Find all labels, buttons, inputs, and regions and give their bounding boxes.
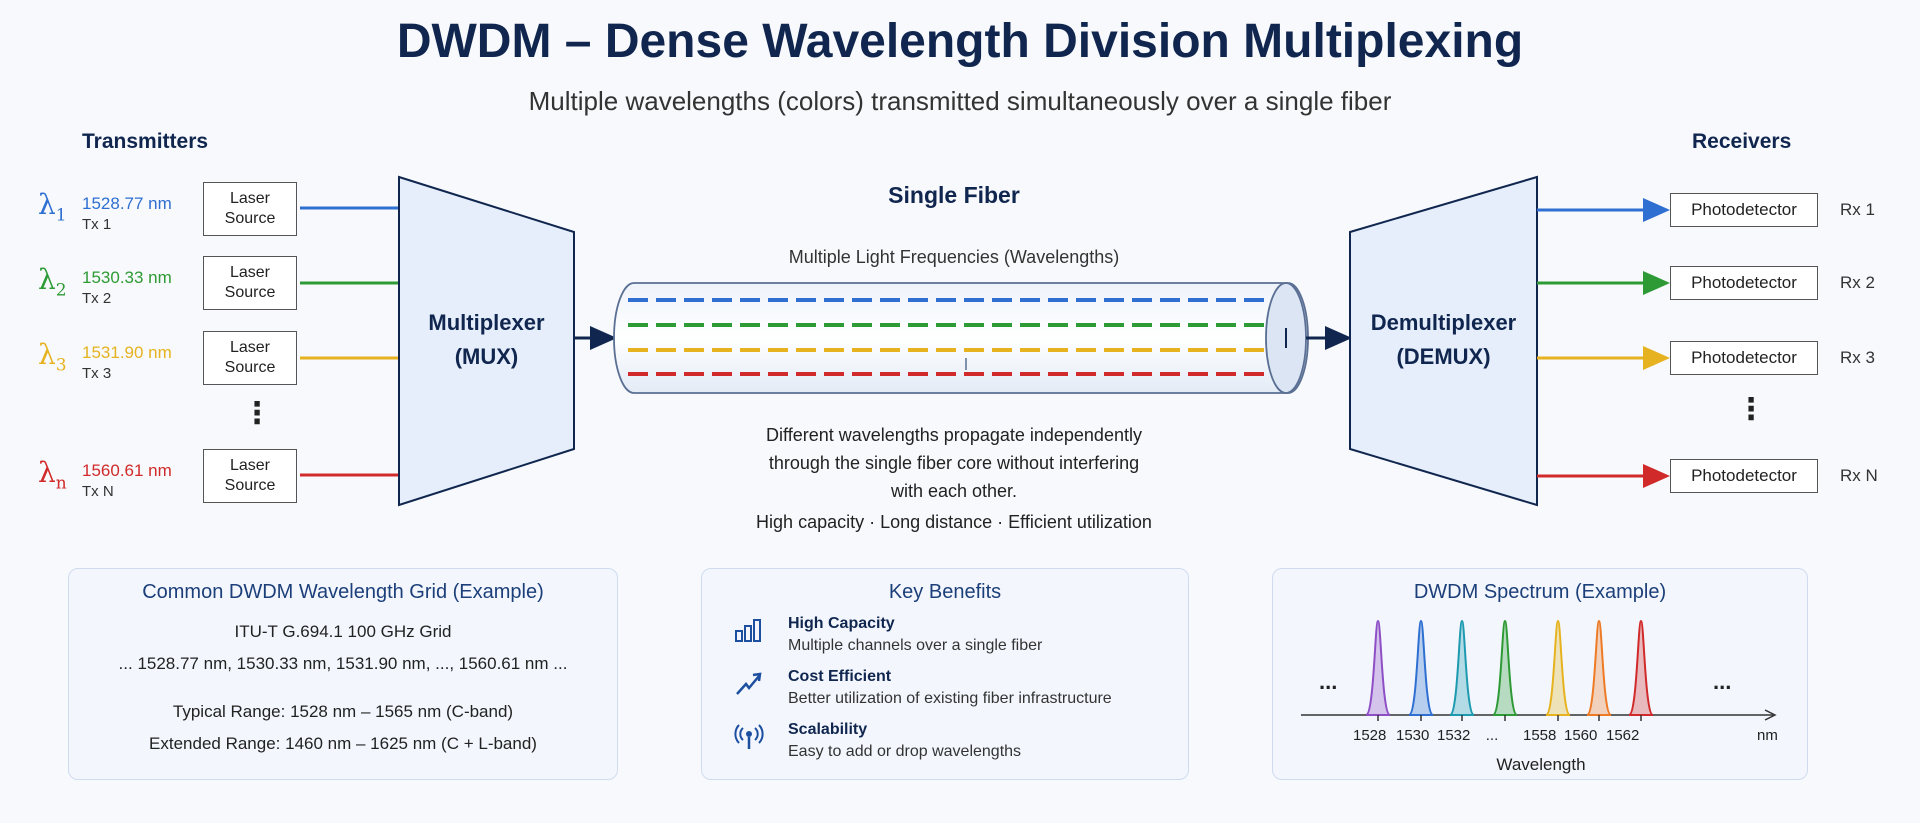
spectrum-right-ellipsis: ... (1713, 669, 1732, 694)
spectrum-tick-1562: 1562 (1606, 727, 1640, 744)
tx2-wavelength: 1530.33 nm (82, 268, 172, 287)
photodetector-2: Photodetector (1670, 266, 1818, 300)
rx2-label: Rx 2 (1840, 273, 1875, 292)
tx1-label: Tx 1 (82, 216, 112, 233)
tx2-lambda: λ2 (38, 263, 67, 301)
spectrum-peak (1365, 619, 1391, 716)
mux-label: Multiplexer(MUX) (428, 310, 545, 369)
tx-ellipsis: ⋮ (242, 397, 272, 430)
spectrum-unit: nm (1757, 727, 1778, 744)
rx3-label: Rx 3 (1840, 348, 1875, 367)
spectrum-panel: DWDM Spectrum (Example) ... ... 1528 153… (1272, 568, 1808, 780)
spectrum-peak (1492, 619, 1518, 716)
trend-up-icon (734, 670, 764, 703)
spectrum-peak (1408, 619, 1434, 716)
photodetector-1: Photodetector (1670, 193, 1818, 227)
fiber-description: Different wavelengths propagate independ… (766, 425, 1142, 501)
spectrum-tick-1560: 1560 (1564, 727, 1598, 744)
spectrum-peak (1545, 619, 1571, 716)
spectrum-peak (1449, 619, 1475, 716)
page-title: DWDM – Dense Wavelength Division Multipl… (396, 15, 1524, 68)
spectrum-svg (1301, 619, 1777, 721)
benefit-title-capacity: High Capacity (788, 615, 895, 632)
txn-wavelength: 1560.61 nm (82, 461, 172, 480)
grid-wavelengths: ... 1528.77 nm, 1530.33 nm, 1531.90 nm, … (118, 654, 568, 673)
spectrum-peak (1586, 619, 1612, 716)
tx2-label: Tx 2 (82, 290, 112, 307)
rx1-label: Rx 1 (1840, 200, 1875, 219)
tx1-lambda: λ1 (38, 188, 67, 226)
key-benefits-panel: Key Benefits High Capacity Multiple chan… (701, 568, 1189, 780)
spectrum-tick-1530: 1530 (1396, 727, 1430, 744)
tx1-wavelength: 1528.77 nm (82, 194, 172, 213)
benefit-desc-cost: Better utilization of existing fiber inf… (788, 690, 1112, 707)
fiber-sublabel: Multiple Light Frequencies (Wavelengths) (788, 247, 1120, 267)
grid-panel-title: Common DWDM Wavelength Grid (Example) (142, 581, 544, 603)
benefit-desc-capacity: Multiple channels over a single fiber (788, 637, 1043, 654)
benefits-panel-title: Key Benefits (888, 581, 1002, 603)
signal-icon (734, 723, 764, 756)
spectrum-tick-ellipsis: ... (1485, 727, 1499, 744)
spectrum-tick-1558: 1558 (1523, 727, 1557, 744)
demux-label: Demultiplexer(DEMUX) (1370, 310, 1517, 369)
spectrum-left-ellipsis: ... (1319, 669, 1338, 694)
rxn-label: Rx N (1840, 466, 1878, 485)
spectrum-tick-1528: 1528 (1353, 727, 1387, 744)
spectrum-xlabel: Wavelength (1496, 755, 1586, 774)
demux-shape (1349, 175, 1538, 507)
receivers-heading: Receivers (1692, 130, 1792, 153)
grid-standard: ITU-T G.694.1 100 GHz Grid (234, 622, 452, 641)
wavelength-grid-panel: Common DWDM Wavelength Grid (Example) IT… (68, 568, 618, 780)
transmitters-heading: Transmitters (82, 130, 209, 153)
grid-extended-range: Extended Range: 1460 nm – 1625 nm (C + L… (149, 734, 537, 753)
grid-typical-range: Typical Range: 1528 nm – 1565 nm (C-band… (172, 702, 514, 721)
fiber-label: Single Fiber (888, 182, 1020, 208)
page-subtitle: Multiple wavelengths (colors) transmitte… (528, 86, 1392, 116)
txn-label: Tx N (82, 483, 114, 500)
photodetector-n: Photodetector (1670, 459, 1818, 493)
bar-chart-icon (734, 617, 764, 648)
tx3-label: Tx 3 (82, 365, 112, 382)
mux-shape (398, 175, 575, 507)
spectrum-tick-1532: 1532 (1437, 727, 1471, 744)
spectrum-panel-title: DWDM Spectrum (Example) (1413, 581, 1667, 603)
rx-ellipsis: ⋮ (1736, 393, 1766, 426)
benefit-title-cost: Cost Efficient (788, 668, 892, 685)
benefit-desc-scalability: Easy to add or drop wavelengths (788, 743, 1022, 760)
benefit-title-scalability: Scalability (788, 721, 868, 738)
txn-lambda: λn (38, 456, 67, 494)
photodetector-3: Photodetector (1670, 341, 1818, 375)
tx3-lambda: λ3 (38, 338, 67, 376)
tx3-wavelength: 1531.90 nm (82, 343, 172, 362)
spectrum-peak (1628, 619, 1654, 716)
fiber-tagline: High capacity · Long distance · Efficien… (756, 512, 1152, 532)
